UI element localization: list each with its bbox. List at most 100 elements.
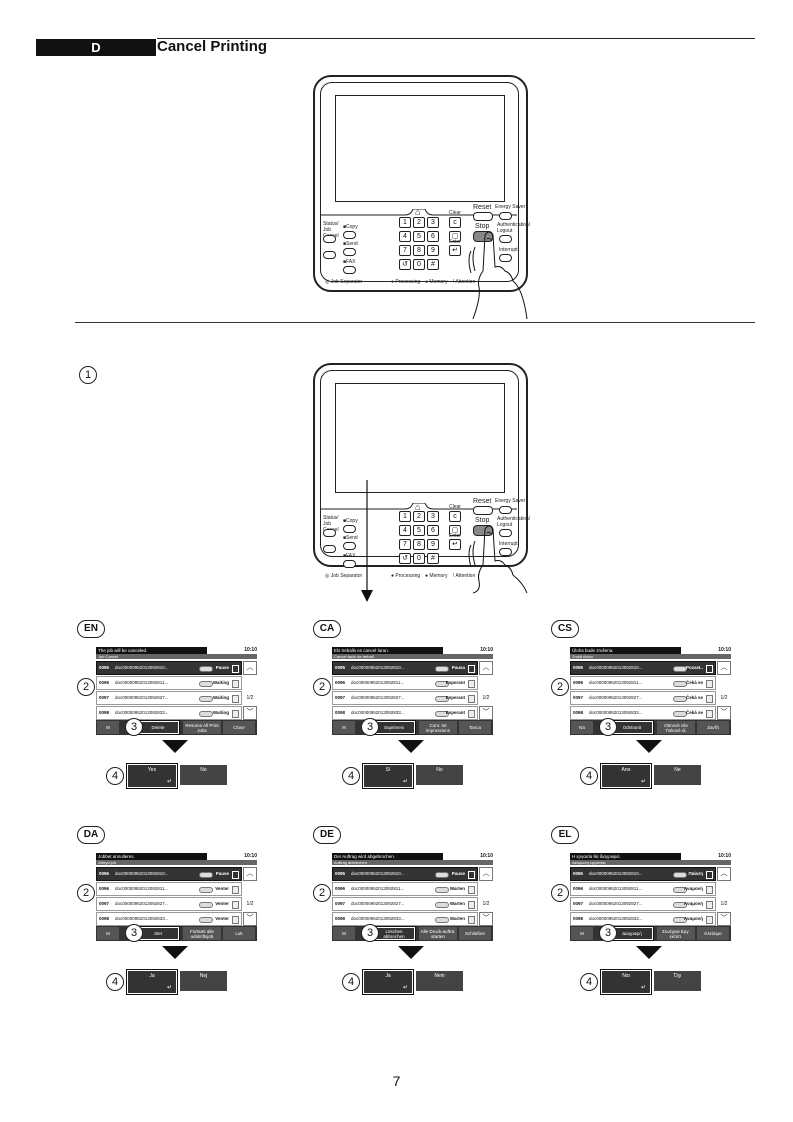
scroll-up-button[interactable]: ︿ [479, 661, 493, 675]
job-document: doc00000952013092827... [115, 901, 169, 906]
panel-button-3[interactable]: Close [223, 721, 255, 734]
panel-button-0[interactable]: M [97, 721, 119, 734]
panel-button-1[interactable]: Διαγραφή [610, 926, 654, 941]
panel-button-0[interactable]: M [97, 927, 119, 940]
job-row[interactable]: 0098 doc00000952013092833... Esperant [332, 706, 478, 720]
panel-button-2[interactable]: Alle Druck-aufträ. starten [419, 927, 457, 940]
panel-button-2[interactable]: Συνέχεια Εργ. εκτύπ. [657, 927, 695, 940]
panel-button-3[interactable]: Zavřít [697, 721, 729, 734]
status-message: Úloha bude zrušena. [570, 647, 731, 654]
scroll-down-button[interactable]: ﹀ [479, 706, 493, 720]
job-document: doc00000952013092811... [351, 680, 405, 685]
job-status-icon [468, 901, 475, 909]
job-status: Παύση [688, 871, 703, 876]
enter-icon: ↵ [166, 985, 172, 991]
yes-button[interactable]: Yes↵ [126, 763, 178, 789]
panel-button-0[interactable]: M [571, 927, 593, 940]
scroll-down-button[interactable]: ﹀ [479, 912, 493, 926]
no-button[interactable]: Nein [416, 971, 463, 991]
panel-button-1[interactable]: Suprimeix [372, 720, 416, 735]
job-row[interactable]: 0098 doc00000952013092833... Čeká se [570, 706, 716, 720]
panel-button-1[interactable]: Slet [136, 926, 180, 941]
panel-button-2[interactable]: Resume All Print Jobs [183, 721, 221, 734]
panel-button-2[interactable]: Fortsæt alle udskriftsjob [183, 927, 221, 940]
scroll-down-button[interactable]: ﹀ [717, 912, 731, 926]
job-id: 0095 [99, 665, 110, 670]
step-4-marker: 4 [342, 973, 360, 991]
language-badge: CA [313, 620, 341, 638]
panel-button-3[interactable]: Luk [223, 927, 255, 940]
job-progress-pill [199, 902, 213, 908]
job-progress-pill [673, 917, 687, 923]
no-button[interactable]: Nej [180, 971, 227, 991]
scroll-down-button[interactable]: ﹀ [717, 706, 731, 720]
job-row[interactable]: 0097 doc00000952013092827... Waiting [96, 691, 242, 705]
job-row[interactable]: 0096 doc00000952013092811... Αναμονή [570, 882, 716, 896]
job-row[interactable]: 0095 doc00000952013092810... Pause [332, 867, 478, 881]
yes-button[interactable]: Ja↵ [362, 969, 414, 995]
yes-button[interactable]: Ναι↵ [600, 969, 652, 995]
scroll-up-button[interactable]: ︿ [479, 867, 493, 881]
panel-button-3[interactable]: Schließen [459, 927, 491, 940]
panel-button-1[interactable]: Delete [136, 720, 180, 735]
scroll-up-button[interactable]: ︿ [717, 867, 731, 881]
panel-button-2[interactable]: Obnovit vše Tiskové úl. [657, 721, 695, 734]
job-row[interactable]: 0096 doc00000952013092811... Warten [332, 882, 478, 896]
job-row[interactable]: 0096 doc00000952013092811... Esperant [332, 676, 478, 690]
panel-button-2[interactable]: Cont. tot impressions [419, 721, 457, 734]
panel-button-0[interactable]: M [333, 927, 355, 940]
job-id: 0096 [99, 886, 110, 891]
enter-icon: ↵ [402, 779, 408, 785]
job-row[interactable]: 0098 doc00000952013092833... Waiting [96, 706, 242, 720]
job-status: Esperant [445, 695, 465, 700]
panel-button-1[interactable]: Odstranit [610, 720, 654, 735]
no-button[interactable]: Ne [654, 765, 701, 785]
yes-button[interactable]: Ano↵ [600, 763, 652, 789]
job-row[interactable]: 0095 doc00000952013092810... Pause [96, 867, 242, 881]
job-row[interactable]: 0096 doc00000952013092811... Waiting [96, 676, 242, 690]
job-row[interactable]: 0098 doc00000952013092833... Warten [332, 912, 478, 926]
job-document: doc00000952013092833... [115, 710, 169, 715]
scroll-down-button[interactable]: ﹀ [243, 706, 257, 720]
yes-button[interactable]: Ja↵ [126, 969, 178, 995]
section-title: Cancel Printing [157, 38, 268, 55]
job-row[interactable]: 0096 doc00000952013092811... Venter [96, 882, 242, 896]
panel-button-3[interactable]: Tanca [459, 721, 491, 734]
job-row[interactable]: 0097 doc00000952013092827... Αναμονή [570, 897, 716, 911]
status-message: Der Auftrag wird abgebrochen. [332, 853, 493, 860]
clock: 10:10 [207, 853, 257, 860]
job-row[interactable]: 0096 doc00000952013092811... Čeká se [570, 676, 716, 690]
job-row[interactable]: 0095 doc00000952013092810... Pause [96, 661, 242, 675]
panel-button-0[interactable]: M [333, 721, 355, 734]
no-button[interactable]: No [180, 765, 227, 785]
section-bar [36, 39, 156, 56]
job-row[interactable]: 0095 doc00000952013092810... Pozast.. [570, 661, 716, 675]
panel-button-0[interactable]: Na [571, 721, 593, 734]
scroll-up-button[interactable]: ︿ [243, 661, 257, 675]
scroll-down-button[interactable]: ﹀ [243, 912, 257, 926]
job-row[interactable]: 0098 doc00000952013092833... Venter [96, 912, 242, 926]
job-progress-pill [435, 666, 449, 672]
yes-button[interactable]: Sí↵ [362, 763, 414, 789]
job-row[interactable]: 0097 doc00000952013092827... Warten [332, 897, 478, 911]
no-button[interactable]: Όχι [654, 971, 701, 991]
job-progress-pill [199, 872, 213, 878]
job-id: 0098 [573, 916, 584, 921]
job-row[interactable]: 0097 doc00000952013092827... Esperant [332, 691, 478, 705]
job-status-icon [232, 695, 239, 703]
job-row[interactable]: 0095 doc00000952013092810... Pausa [332, 661, 478, 675]
job-id: 0095 [335, 665, 346, 670]
scroll-up-button[interactable]: ︿ [243, 867, 257, 881]
panel-button-3[interactable]: Κλείσιμο [697, 927, 729, 940]
job-progress-pill [199, 711, 213, 717]
scroll-up-button[interactable]: ︿ [717, 661, 731, 675]
divider [75, 322, 755, 323]
job-id: 0097 [573, 901, 584, 906]
job-row[interactable]: 0095 doc00000952013092810... Παύση [570, 867, 716, 881]
job-row[interactable]: 0097 doc00000952013092827... Venter [96, 897, 242, 911]
no-button[interactable]: No [416, 765, 463, 785]
job-row[interactable]: 0097 doc00000952013092827... Čeká se [570, 691, 716, 705]
job-row[interactable]: 0098 doc00000952013092833... Αναμονή [570, 912, 716, 926]
panel-button-1[interactable]: Löschen abbrechen [372, 926, 416, 941]
screen-title: Zrušit úlohu [570, 654, 731, 659]
